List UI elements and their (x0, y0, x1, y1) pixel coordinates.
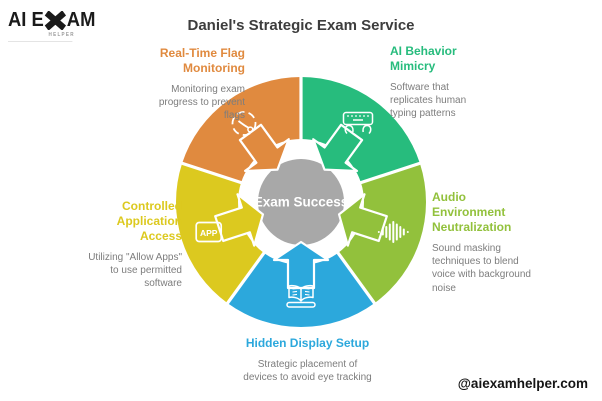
logo-x-icon (44, 10, 66, 30)
logo-divider (8, 41, 73, 42)
logo-text-right: AM (66, 9, 96, 31)
label-description: Utilizing "Allow Apps" to use permitted … (88, 252, 182, 290)
segment-ai-behavior-mimicry (301, 77, 420, 183)
arrow-real-time-flag-monitoring (238, 123, 290, 173)
label-ai-behavior-mimicry: AI Behavior Mimicry Software that replic… (390, 44, 485, 121)
website-handle: @aiexamhelper.com (457, 376, 588, 391)
label-description: Monitoring exam progress to prevent flag… (158, 84, 245, 122)
segment-real-time-flag-monitoring (182, 77, 301, 183)
center-label: Exam Success (254, 195, 349, 210)
cycle-diagram: Exam Success (175, 74, 427, 327)
app-box-icon: APP (195, 221, 223, 243)
logo-subtitle: HELPER (48, 32, 75, 38)
segment-gaps (178, 74, 424, 307)
label-hidden-display-setup: Hidden Display Setup Strategic placement… (240, 336, 375, 384)
arrow-audio-environment-neutralization (337, 193, 388, 247)
logo-text-left: AI E (8, 9, 44, 31)
label-description: Strategic placement of devices to avoid … (243, 359, 372, 384)
gauge-icon (231, 111, 257, 136)
label-controlled-application-access: Controlled Application Access Utilizing … (87, 199, 182, 291)
label-real-time-flag-monitoring: Real-Time Flag Monitoring Monitoring exa… (140, 46, 245, 123)
keyboard-typing-icon (342, 111, 374, 135)
arrow-hidden-display-setup (272, 240, 330, 290)
open-book-icon (286, 284, 316, 308)
arrow-controlled-application-access (214, 193, 265, 247)
arrow-ai-behavior-mimicry (312, 123, 364, 173)
sound-wave-icon (377, 221, 409, 243)
label-audio-environment-neutralization: Audio Environment Neutralization Sound m… (432, 190, 534, 295)
label-title: Hidden Display Setup (245, 336, 370, 350)
center-circle (258, 159, 344, 245)
label-title: AI Behavior Mimicry (390, 44, 457, 73)
page-title: Daniel's Strategic Exam Service (187, 17, 415, 34)
label-description: Sound masking techniques to blend voice … (432, 243, 531, 294)
brand-logo: AI E AM HELPER (8, 10, 95, 42)
label-title: Controlled Application Access (116, 199, 182, 243)
app-box-icon-label: APP (200, 228, 218, 238)
label-title: Audio Environment Neutralization (432, 190, 512, 234)
label-title: Real-Time Flag Monitoring (159, 46, 245, 75)
label-description: Software that replicates human typing pa… (390, 82, 467, 120)
